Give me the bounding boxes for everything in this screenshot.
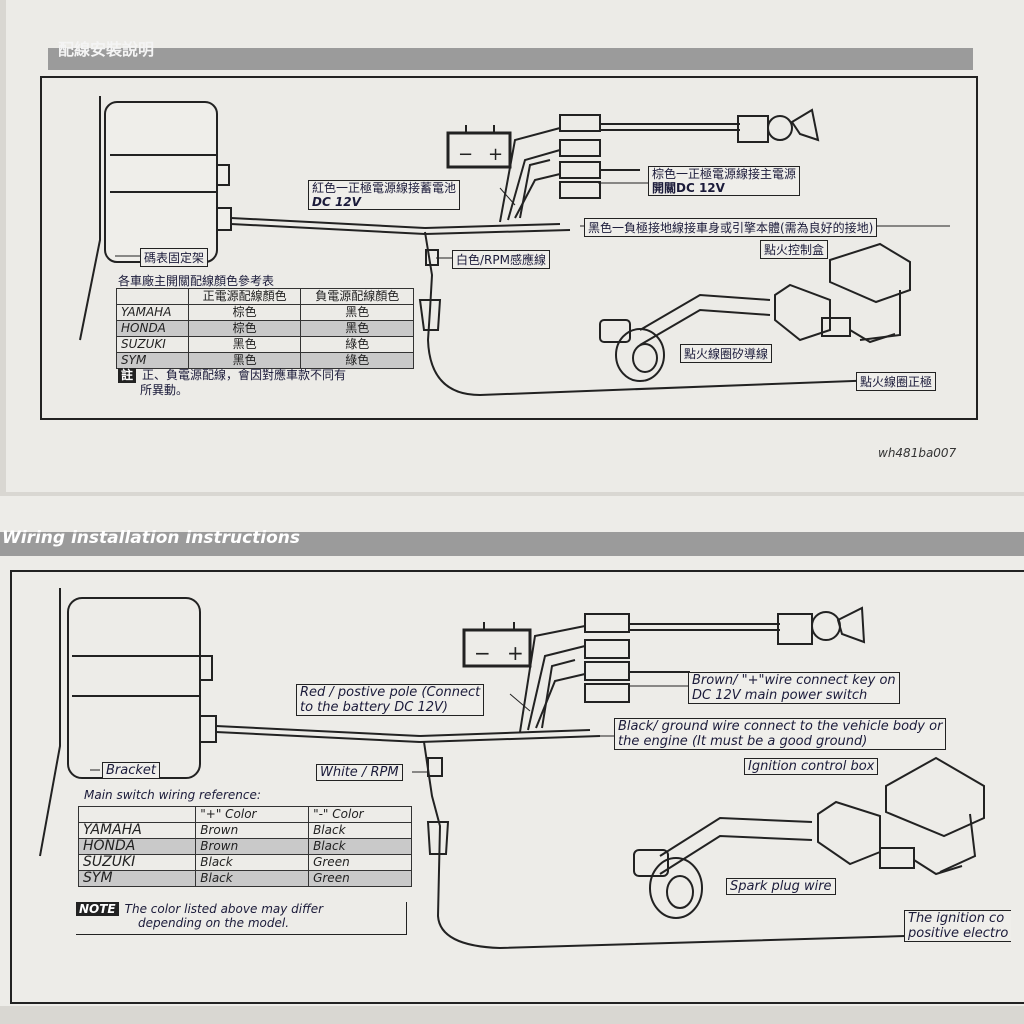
table-title-cn: 各車廠主開關配線顏色參考表 — [118, 274, 275, 288]
title-english: Wiring installation instructions — [2, 528, 300, 548]
brown-wire-label-cn: 棕色一正極電源線接主電源 開關DC 12V — [648, 166, 801, 196]
diagram-frame-top — [40, 76, 978, 420]
table-title-en: Main switch wiring reference: — [84, 788, 261, 802]
white-rpm-label-en: White / RPM — [316, 764, 403, 781]
ignition-box-label-cn: 點火控制盒 — [760, 240, 829, 259]
diagram-frame-bottom — [10, 570, 1024, 1004]
english-sheet: Wiring installation instructions — [0, 496, 1024, 1024]
note-cn: 註正、負電源配線，會因對應車款不同有 所異動。 — [118, 368, 346, 398]
ignition-box-label-en: Ignition control box — [744, 758, 879, 775]
main-cable — [230, 108, 911, 397]
chinese-sheet: 配線安裝說明 — [0, 0, 1024, 492]
spark-wire-label-cn: 點火線圈矽導線 — [680, 344, 773, 363]
diagram-drawing-bottom: − + — [39, 588, 985, 950]
coil-positive-label-cn: 點火線圈正極 — [856, 372, 937, 391]
banner-top — [48, 48, 973, 70]
main-cable-en — [215, 606, 985, 950]
white-rpm-label-cn: 白色/RPM感應線 — [452, 250, 550, 269]
red-wire-label-cn: 紅色一正極電源線接蓄電池 DC 12V — [308, 180, 461, 210]
gauge-body — [79, 96, 232, 341]
black-wire-label-en: Black/ ground wire connect to the vehicl… — [614, 718, 947, 750]
red-wire-label-en: Red / postive pole (Connect to the batte… — [296, 684, 485, 716]
title-chinese: 配線安裝說明 — [58, 40, 155, 59]
diagram-drawing-top: − + — [79, 96, 950, 397]
gauge-body-en — [39, 588, 217, 857]
battery-plus-en: + — [507, 641, 524, 665]
note-tag-en: NOTE — [76, 902, 119, 916]
model-code: wh481ba007 — [878, 446, 957, 460]
battery-minus: − — [458, 144, 473, 165]
spark-wire-label-en: Spark plug wire — [726, 878, 836, 895]
bracket-label-en: Bracket — [102, 762, 161, 779]
battery-plus: + — [488, 144, 503, 165]
banner-bottom — [0, 532, 1024, 556]
black-wire-label-cn: 黑色一負極接地線接車身或引擎本體(需為良好的接地) — [584, 218, 878, 237]
battery-minus-en: − — [474, 641, 491, 665]
brown-wire-label-en: Brown/ "+"wire connect key on DC 12V mai… — [688, 672, 900, 704]
note-tag-cn: 註 — [118, 368, 137, 383]
coil-positive-label-en: The ignition co positive electro — [904, 910, 1012, 942]
bracket-label-cn: 碼表固定架 — [140, 248, 209, 267]
